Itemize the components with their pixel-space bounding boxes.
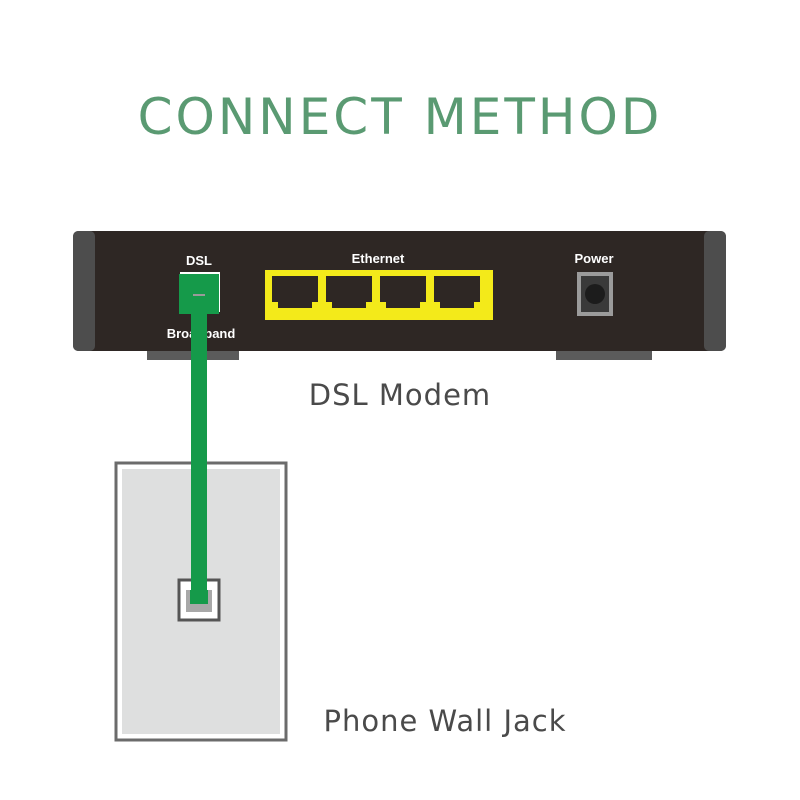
ethernet-port[interactable] (380, 276, 426, 308)
ethernet-port[interactable] (434, 276, 480, 308)
power-port[interactable] (577, 272, 613, 316)
power-label: Power (574, 251, 613, 266)
modem-caption: DSL Modem (309, 378, 491, 412)
modem-side-right (704, 231, 726, 351)
dsl-port-label: DSL (186, 253, 212, 268)
power-socket-icon (585, 284, 605, 304)
ethernet-ports (272, 276, 480, 308)
dsl-modem: DSL Broadband Ethernet Power (73, 231, 726, 351)
wall-jack-caption: Phone Wall Jack (323, 704, 566, 738)
ethernet-label: Ethernet (352, 251, 405, 266)
ethernet-port[interactable] (326, 276, 372, 308)
cable-plug-bottom (190, 590, 208, 604)
cable-plug-top (179, 274, 219, 314)
page-title: CONNECT METHOD (138, 88, 663, 146)
modem-side-left (73, 231, 95, 351)
ethernet-port[interactable] (272, 276, 318, 308)
phone-cable (179, 274, 219, 604)
